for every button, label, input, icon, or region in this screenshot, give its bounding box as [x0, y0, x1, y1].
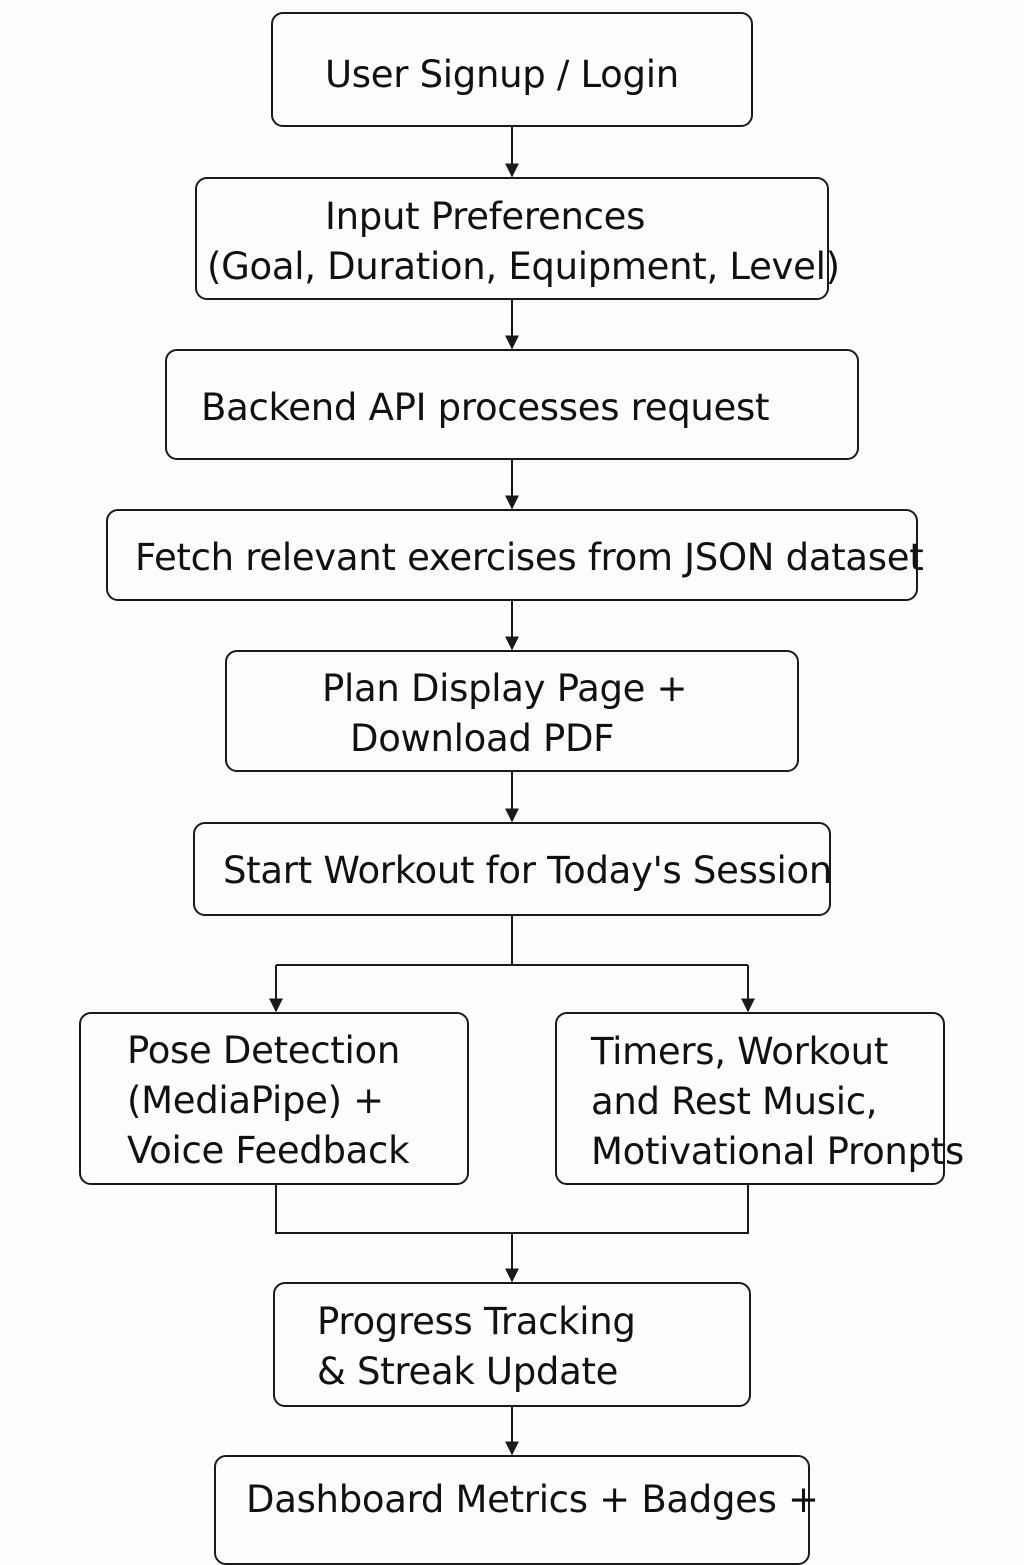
node-label: Progress Tracking [317, 1300, 636, 1343]
node-progress-tracking: Progress Tracking & Streak Update [273, 1282, 751, 1407]
node-label: Voice Feedback [127, 1129, 410, 1172]
node-label: Input Preferences [325, 195, 646, 238]
node-label: Pose Detection [127, 1029, 400, 1072]
node-label: Backend API processes request [201, 386, 770, 429]
node-input-preferences: Input Preferences (Goal, Duration, Equip… [195, 177, 840, 300]
node-label: Motivational Pronpts [591, 1130, 964, 1173]
node-start-workout: Start Workout for Today's Session [193, 822, 833, 916]
node-label: Start Workout for Today's Session [223, 849, 833, 892]
node-plan-display: Plan Display Page + Download PDF [225, 650, 799, 772]
node-label: and Rest Music, [591, 1080, 878, 1123]
node-pose-detection: Pose Detection (MediaPipe) + Voice Feedb… [79, 1012, 469, 1185]
node-fetch-exercises: Fetch relevant exercises from JSON datas… [106, 509, 924, 601]
branch-merge [275, 1185, 749, 1234]
branch-start-split [276, 916, 748, 966]
node-label: Download PDF [350, 717, 615, 760]
node-backend-api: Backend API processes request [165, 349, 859, 460]
node-user-signup-login: User Signup / Login [271, 12, 753, 127]
node-label: User Signup / Login [325, 53, 679, 96]
node-label: (MediaPipe) + [127, 1079, 384, 1122]
node-dashboard-metrics: Dashboard Metrics + Badges + [214, 1455, 819, 1565]
node-label: Plan Display Page + [322, 667, 688, 710]
node-label: & Streak Update [317, 1350, 619, 1393]
node-label: (Goal, Duration, Equipment, Level) [207, 245, 840, 288]
node-label: Dashboard Metrics + Badges + [246, 1478, 819, 1521]
node-label: Fetch relevant exercises from JSON datas… [135, 536, 924, 579]
node-timers-music: Timers, Workout and Rest Music, Motivati… [555, 1012, 964, 1185]
node-label: Timers, Workout [591, 1030, 889, 1073]
